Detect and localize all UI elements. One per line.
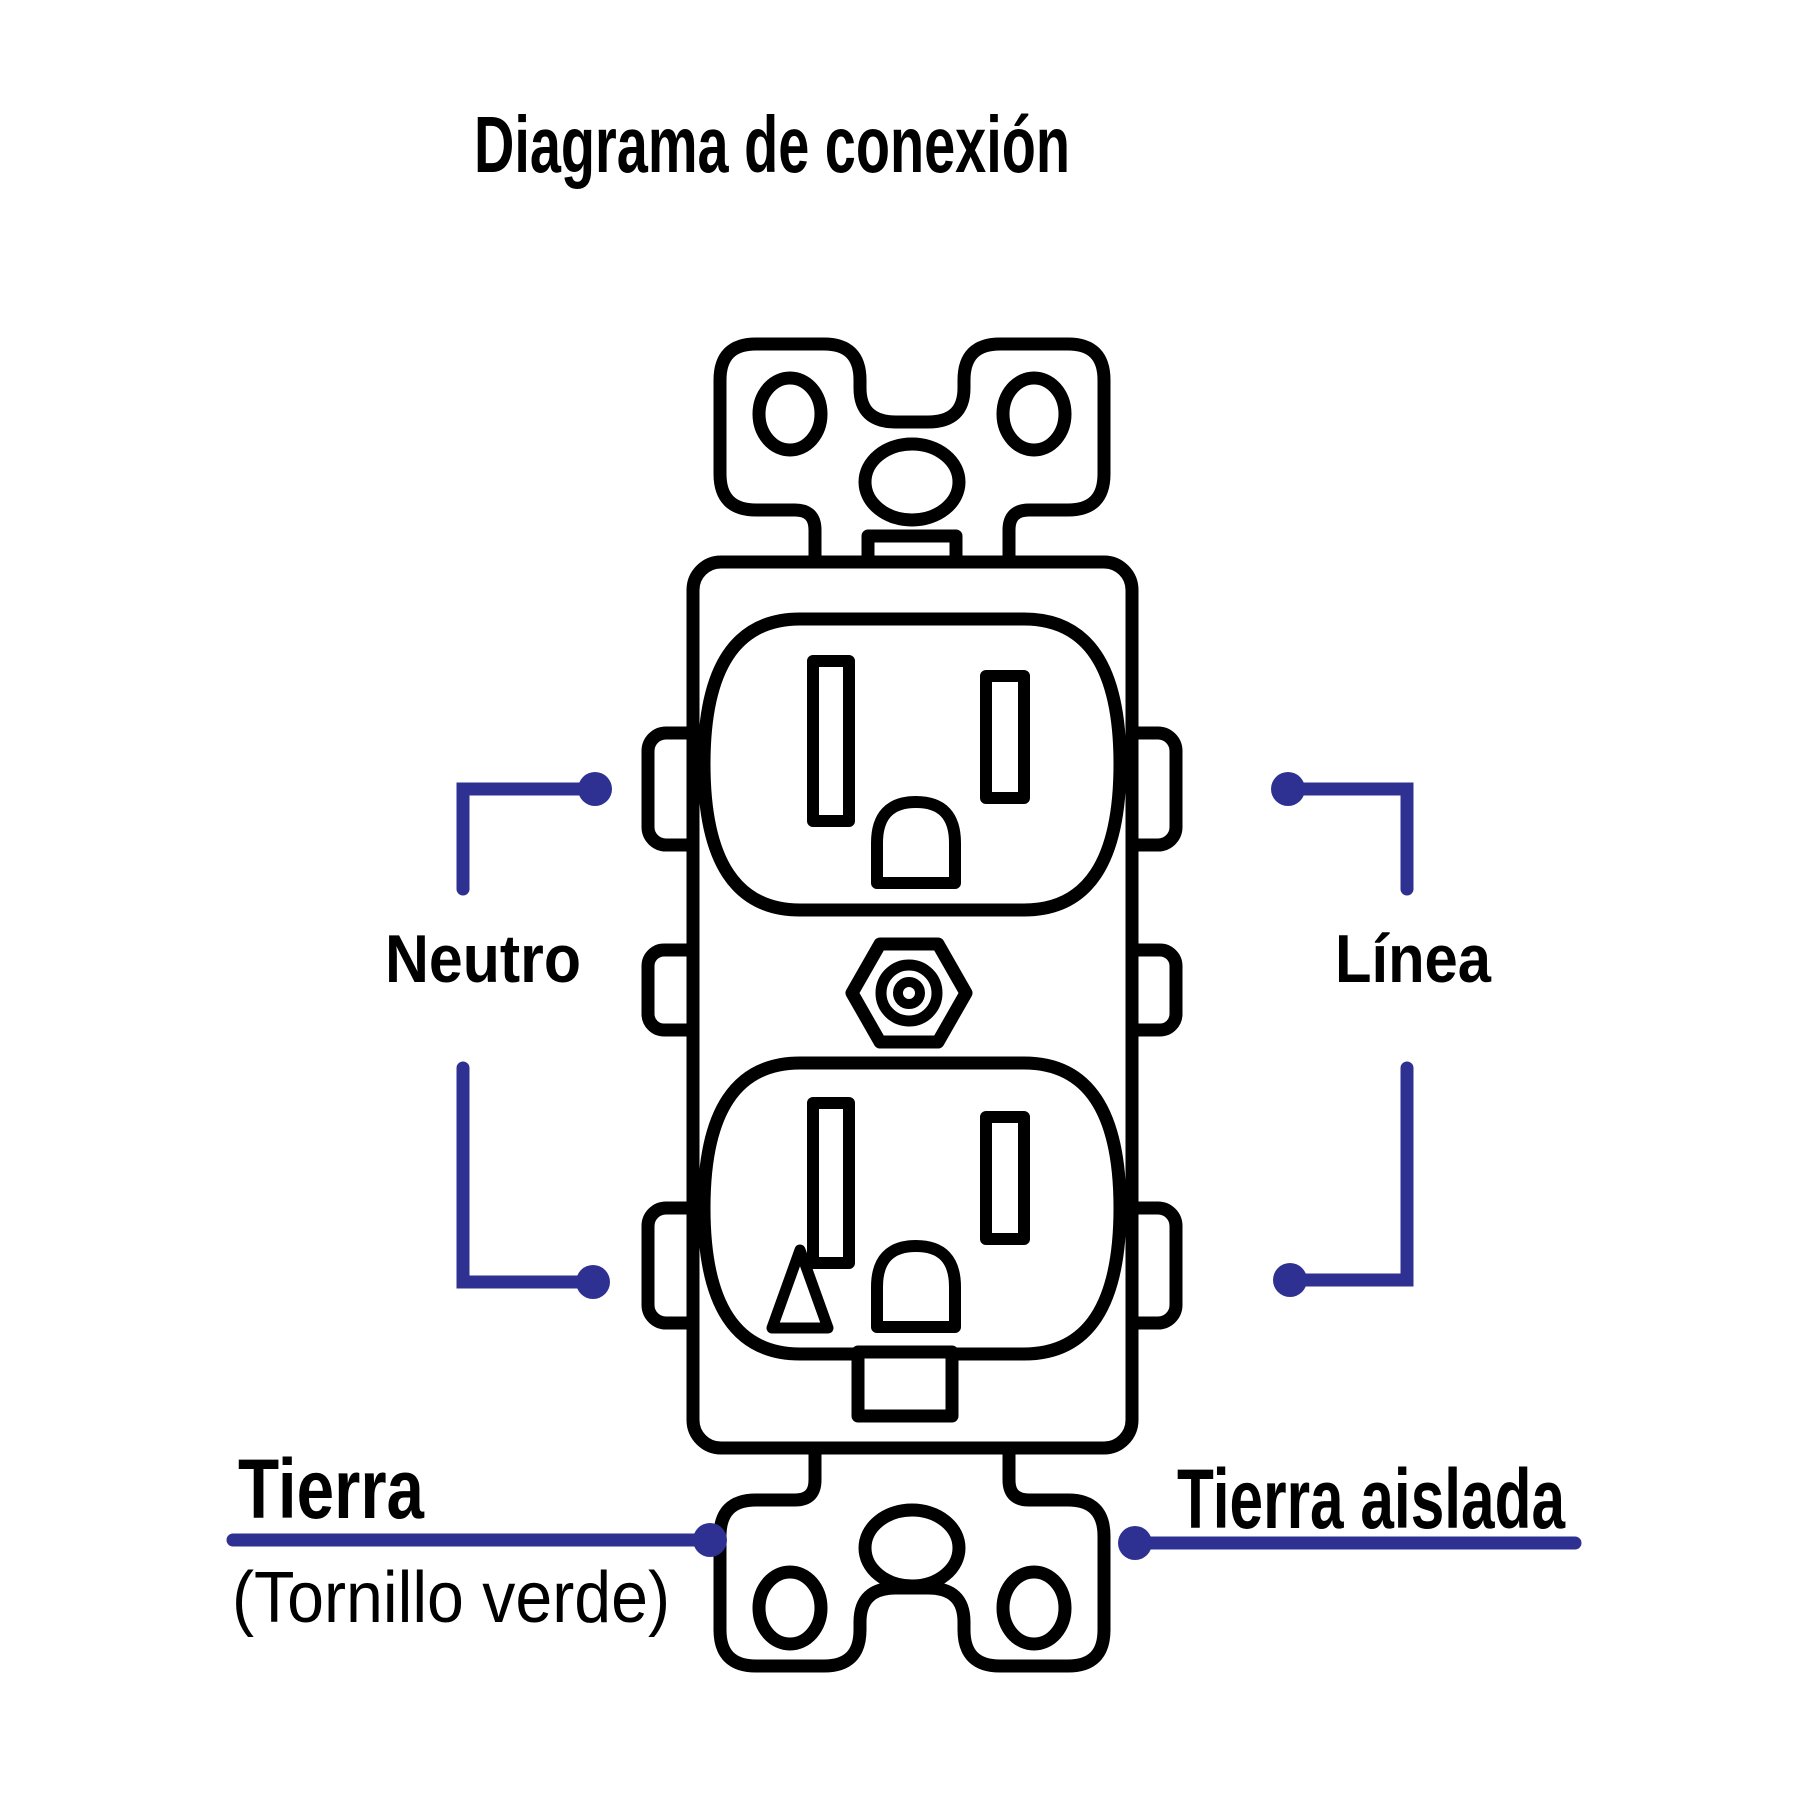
ground-terminal-dot bbox=[693, 1523, 727, 1557]
line-slot-icon bbox=[980, 670, 1030, 804]
bottom-rib bbox=[851, 1345, 959, 1423]
mounting-screw-hole-icon bbox=[996, 1565, 1072, 1651]
ground-note-label: (Tornillo verde) bbox=[232, 1558, 670, 1638]
neutral-slot-icon bbox=[807, 655, 855, 827]
isolated-ground-triangle-icon bbox=[766, 1244, 834, 1334]
isolated-ground-terminal-dot bbox=[1118, 1526, 1152, 1560]
mounting-slot-icon bbox=[858, 1503, 966, 1593]
screw-ring-inner bbox=[893, 977, 925, 1009]
line-slot-icon bbox=[980, 1111, 1030, 1245]
neutral-label: Neutro bbox=[385, 921, 581, 997]
mounting-screw-hole-icon bbox=[996, 371, 1072, 457]
top-mounting-strap bbox=[713, 337, 1111, 571]
ground-label: Tierra bbox=[238, 1442, 425, 1536]
line-terminal-dot bbox=[1271, 772, 1305, 806]
bottom-mounting-strap bbox=[713, 1441, 1111, 1673]
neutral-slot-icon bbox=[807, 1097, 855, 1269]
line-label: Línea bbox=[1335, 921, 1492, 997]
line-terminal-dot bbox=[1273, 1263, 1307, 1297]
neutral-terminal-dot bbox=[578, 772, 612, 806]
ground-hole-icon bbox=[871, 1240, 961, 1333]
pointer-lines bbox=[226, 772, 1582, 1560]
upper-outlet-face bbox=[697, 612, 1127, 917]
neutral-terminal-pointer bbox=[456, 782, 602, 1289]
page-title: Diagrama de conexión bbox=[474, 100, 1070, 189]
ground-hole-icon bbox=[871, 796, 961, 889]
mounting-screw-hole-icon bbox=[752, 371, 828, 457]
lower-outlet-face bbox=[697, 1056, 1127, 1423]
mounting-slot-icon bbox=[858, 437, 966, 527]
mounting-screw-hole-icon bbox=[752, 1565, 828, 1651]
receptacle-illustration bbox=[641, 337, 1183, 1673]
center-screw-icon bbox=[845, 937, 973, 1049]
line-terminal-pointer bbox=[1281, 782, 1414, 1287]
neutral-terminal-dot bbox=[576, 1265, 610, 1299]
isolated-ground-label: Tierra aislada bbox=[1177, 1452, 1566, 1546]
